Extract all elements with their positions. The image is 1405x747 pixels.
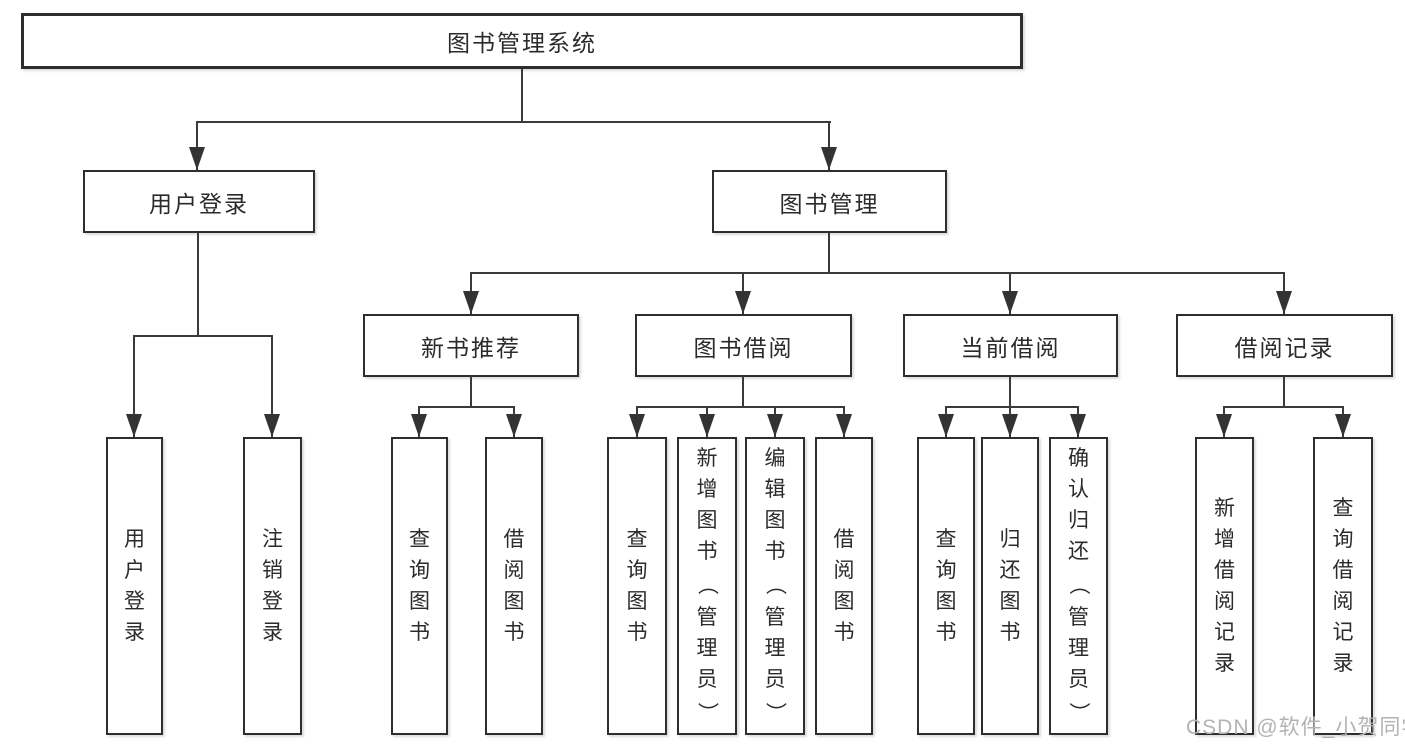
arrow-down-icon bbox=[938, 414, 954, 437]
connector-to-login-leaf bbox=[133, 335, 135, 437]
connector-newbook-drop bbox=[470, 377, 472, 406]
connector-bookmgmt-branch bbox=[471, 272, 1285, 274]
arrow-down-icon bbox=[767, 414, 783, 437]
arrow-down-icon bbox=[126, 414, 142, 437]
connector-borrowing-branch bbox=[637, 406, 845, 408]
node-query-books-recommend: 查询图书 bbox=[391, 437, 448, 735]
connector-current-drop bbox=[1009, 377, 1011, 406]
connector-to-logout-leaf bbox=[271, 335, 273, 437]
node-user-login: 用户登录 bbox=[83, 170, 315, 233]
arrow-down-icon bbox=[629, 414, 645, 437]
watermark-text: CSDN @软件_小贺同学 bbox=[1186, 716, 1405, 739]
node-logout: 注销登录 bbox=[243, 437, 302, 735]
arrow-down-icon bbox=[1216, 414, 1232, 437]
arrow-down-icon bbox=[735, 291, 751, 314]
arrow-down-icon bbox=[264, 414, 280, 437]
connector-root-branch bbox=[197, 121, 831, 123]
node-add-book-admin: 新增图书（管理员） bbox=[677, 437, 737, 735]
node-query-books-current: 查询图书 bbox=[917, 437, 975, 735]
connector-to-book-management bbox=[828, 121, 830, 170]
connector-root-drop bbox=[521, 69, 523, 121]
arrow-down-icon bbox=[1335, 414, 1351, 437]
connector-records-branch bbox=[1224, 406, 1344, 408]
node-return-books: 归还图书 bbox=[981, 437, 1039, 735]
connector-borrowing-drop bbox=[742, 377, 744, 406]
node-borrowing-records: 借阅记录 bbox=[1176, 314, 1393, 377]
arrow-down-icon bbox=[1276, 291, 1292, 314]
node-borrow-books-recommend: 借阅图书 bbox=[485, 437, 543, 735]
arrow-down-icon bbox=[699, 414, 715, 437]
connector-newbook-branch bbox=[419, 406, 515, 408]
node-edit-book-admin: 编辑图书（管理员） bbox=[745, 437, 805, 735]
arrow-down-icon bbox=[189, 147, 205, 170]
node-user-login-leaf: 用户登录 bbox=[106, 437, 163, 735]
node-query-books-borrow: 查询图书 bbox=[607, 437, 667, 735]
connector-current-branch bbox=[946, 406, 1079, 408]
node-library-management-system: 图书管理系统 bbox=[21, 13, 1023, 69]
node-confirm-return-admin: 确认归还（管理员） bbox=[1049, 437, 1108, 735]
node-query-borrow-record: 查询借阅记录 bbox=[1313, 437, 1373, 735]
node-book-borrowing: 图书借阅 bbox=[635, 314, 852, 377]
connector-userlogin-branch bbox=[134, 335, 273, 337]
arrow-down-icon bbox=[1002, 414, 1018, 437]
connector-to-user-login bbox=[196, 121, 198, 170]
arrow-down-icon bbox=[836, 414, 852, 437]
node-add-borrow-record: 新增借阅记录 bbox=[1195, 437, 1254, 735]
arrow-down-icon bbox=[1070, 414, 1086, 437]
arrow-down-icon bbox=[1002, 291, 1018, 314]
arrow-down-icon bbox=[506, 414, 522, 437]
node-book-management: 图书管理 bbox=[712, 170, 947, 233]
connector-records-drop bbox=[1283, 377, 1285, 406]
arrow-down-icon bbox=[411, 414, 427, 437]
node-current-borrowing: 当前借阅 bbox=[903, 314, 1118, 377]
arrow-down-icon bbox=[821, 147, 837, 170]
node-new-book-recommend: 新书推荐 bbox=[363, 314, 579, 377]
connector-bookmgmt-drop bbox=[828, 233, 830, 272]
arrow-down-icon bbox=[463, 291, 479, 314]
node-borrow-books-leaf: 借阅图书 bbox=[815, 437, 873, 735]
connector-userlogin-drop bbox=[197, 233, 199, 335]
